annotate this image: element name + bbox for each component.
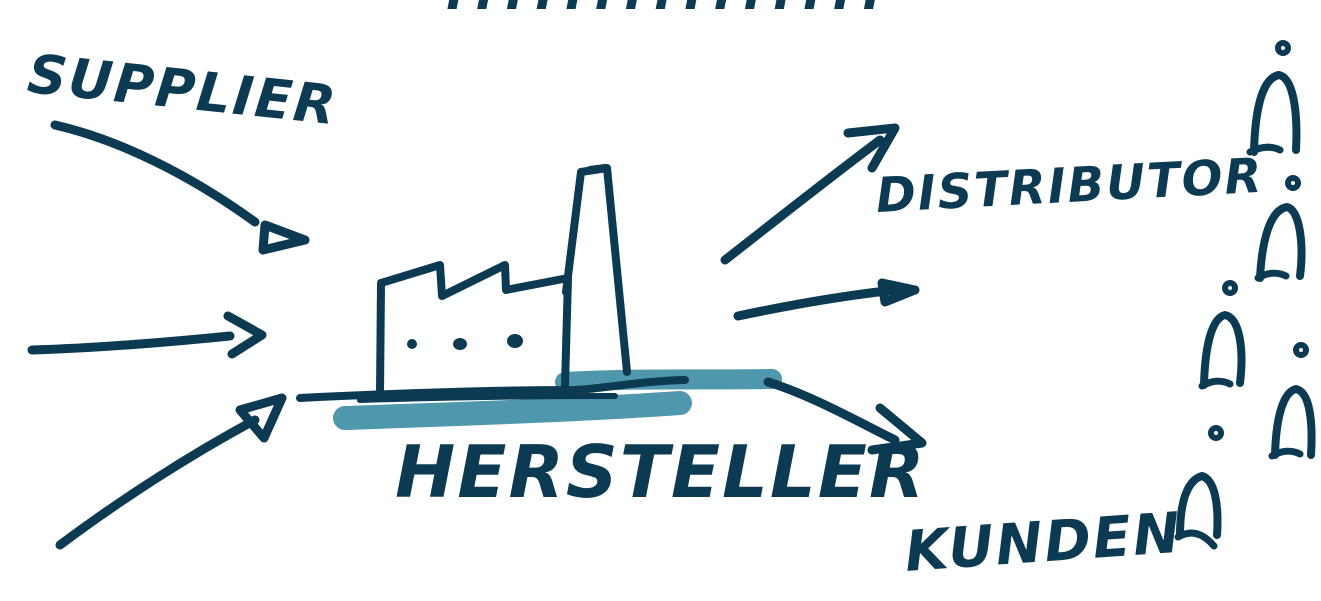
person-icon (1202, 283, 1241, 386)
customer-group (1178, 43, 1312, 546)
hersteller-label: HERSTELLER (395, 430, 926, 514)
supplier-arrow-middle (32, 316, 262, 354)
person-icon (1258, 178, 1301, 278)
person-icon (1272, 345, 1312, 456)
supplier-arrow-top (55, 125, 305, 250)
person-icon (1250, 43, 1296, 152)
supplier-arrow-bottom (60, 398, 282, 545)
person-icon (1178, 428, 1221, 546)
distributor-arrow-top (725, 128, 895, 260)
distributor-arrow-middle (738, 283, 915, 316)
factory-icon (300, 168, 685, 400)
title-fragment: ............... (445, 0, 891, 22)
